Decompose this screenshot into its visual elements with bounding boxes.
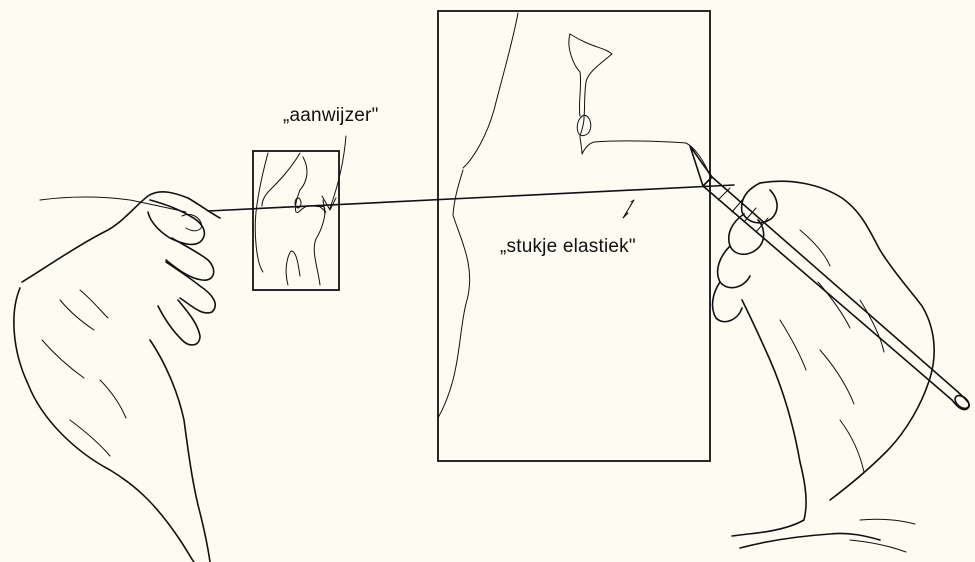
large-map-frame: [437, 10, 711, 462]
right-hand-thumb: [740, 182, 778, 224]
pen-ferrule-lines: [717, 187, 769, 233]
large-map-inlet: [576, 114, 592, 137]
right-hand-ring-finger: [711, 281, 743, 323]
pen-body: [702, 176, 971, 411]
small-map-coast-outline: [254, 152, 269, 273]
elastic-arrow: [622, 199, 635, 219]
small-map-coastline: [285, 156, 326, 286]
left-hand-wrist: [149, 339, 211, 562]
pointer-arrow: [321, 135, 347, 211]
right-hand-index-finger: [728, 213, 765, 256]
pointer-tip-mark: [317, 199, 327, 215]
elastic-label: „stukje elastiek": [500, 236, 636, 257]
small-map-frame: [252, 150, 340, 291]
elastic-band-line: [207, 184, 735, 212]
left-hand-back-outline: [21, 191, 221, 283]
left-hand-thread: [39, 196, 187, 213]
right-hand-palm-outline: [731, 299, 881, 549]
small-source-map: [252, 150, 340, 291]
right-hand-cuff: [849, 518, 916, 553]
small-map-river-line: [261, 152, 301, 207]
left-hand-nail: [181, 213, 203, 232]
left-hand-palm-outline: [13, 287, 195, 562]
large-map-peninsula: [568, 33, 582, 117]
right-hand: [689, 145, 971, 553]
left-hand-knuckle-lines: [41, 289, 127, 457]
large-map-river-line: [462, 12, 519, 169]
right-hand-knuckle-lines: [779, 229, 885, 473]
pen-end: [954, 394, 970, 410]
left-hand-middle-finger: [165, 261, 216, 314]
right-hand-back-outline: [759, 180, 935, 501]
pen-nib: [689, 145, 713, 187]
left-hand-ring-finger: [157, 299, 201, 346]
pointer-label: „aanwijzer": [283, 105, 379, 126]
right-hand-middle-finger: [716, 245, 751, 289]
left-hand-thumb: [147, 199, 206, 246]
large-map-coast-outline: [437, 169, 471, 419]
large-map-coastline: [569, 33, 711, 177]
small-map-lake: [294, 197, 302, 209]
large-target-map: [437, 10, 711, 462]
left-hand: [13, 191, 221, 562]
